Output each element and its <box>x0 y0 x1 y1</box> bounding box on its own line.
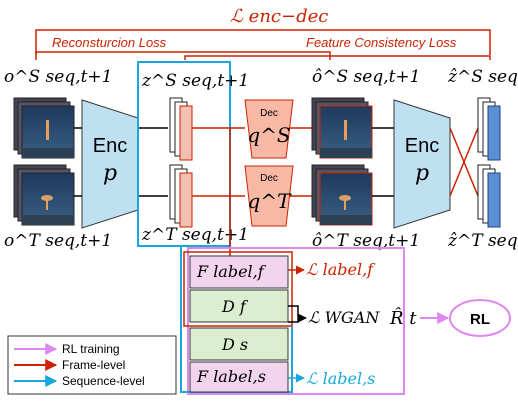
svg-text:Enc: Enc <box>93 135 127 157</box>
source-latent-label: z^S seq,t+1 <box>141 71 249 91</box>
svg-text:Sequence-level: Sequence-level <box>62 374 145 388</box>
reward-label: R̂ t <box>389 307 417 329</box>
target-input-label: o^T seq,t+1 <box>4 231 112 251</box>
target-reconstruction-frames <box>311 164 373 226</box>
module-f-label-f: F label,f <box>189 255 289 289</box>
reconstruction-loss-label: Reconsturcion Loss <box>52 35 167 50</box>
svg-text:Dec: Dec <box>260 173 278 184</box>
source-reencoded-label: ẑ^S seq,t+1 <box>447 67 518 87</box>
loss-wgan: ℒ WGAN <box>308 308 380 327</box>
enc-dec-loss-label: ℒ enc−dec <box>230 6 328 27</box>
svg-text:D f: D f <box>221 297 249 316</box>
svg-text:RL training: RL training <box>62 342 120 356</box>
source-input-label: o^S seq,t+1 <box>4 67 113 87</box>
module-f-label-s: F label,s <box>189 361 289 393</box>
source-reencoded-vectors <box>477 97 501 161</box>
cross-line-2 <box>449 127 479 197</box>
frame-level-box <box>183 251 293 327</box>
target-reencoded-vectors <box>477 164 501 228</box>
source-reconstruction-label: ô^S seq,t+1 <box>312 67 421 87</box>
decoder-target: Dec q^T <box>244 165 294 227</box>
feature-consistency-loss-bracket <box>184 55 491 60</box>
svg-text:Frame-level: Frame-level <box>62 358 125 372</box>
svg-text:F label,s: F label,s <box>196 367 266 386</box>
encoder-2: Enc p <box>393 99 451 229</box>
svg-text:p: p <box>415 161 429 186</box>
target-input-frames <box>13 164 75 226</box>
target-reencoded-label: ẑ^T seq,t+1 <box>447 231 518 251</box>
svg-text:p: p <box>103 161 117 186</box>
module-d-s: D s <box>189 327 289 361</box>
loss-label-f: ℒ label,f <box>306 260 376 279</box>
legend: RL training Frame-level Sequence-level <box>7 335 177 395</box>
rl-training-box <box>187 247 405 395</box>
feature-consistency-loss-label: Feature Consistency Loss <box>306 35 457 50</box>
source-reconstruction-frames <box>311 97 373 159</box>
arrow-to-loss-wgan <box>288 305 306 322</box>
source-latent-vectors <box>169 97 193 161</box>
legend-item-frame-level: Frame-level <box>14 358 125 372</box>
legend-item-sequence-level: Sequence-level <box>14 374 145 388</box>
loss-label-s: ℒ label,s <box>306 369 375 388</box>
decoder-source: Dec q^S <box>244 99 294 159</box>
encoder-1: Enc p <box>81 99 139 229</box>
target-reconstruction-label: ô^T seq,t+1 <box>312 231 420 251</box>
rl-node: RL <box>449 299 511 337</box>
svg-text:D s: D s <box>221 335 248 354</box>
svg-text:q^T: q^T <box>248 189 293 213</box>
svg-text:Dec: Dec <box>260 108 278 119</box>
source-input-frames <box>13 97 75 159</box>
sequence-level-path <box>180 246 293 393</box>
svg-text:q^S: q^S <box>247 123 290 147</box>
svg-text:RL: RL <box>470 311 490 328</box>
target-latent-label: z^T seq,t+1 <box>141 225 249 245</box>
svg-text:F label,f: F label,f <box>196 262 267 281</box>
enc-dec-loss-bracket <box>35 29 491 55</box>
legend-item-rl-training: RL training <box>14 342 120 356</box>
target-latent-vectors <box>169 164 193 228</box>
module-d-f: D f <box>189 289 289 323</box>
svg-text:Enc: Enc <box>405 135 439 157</box>
